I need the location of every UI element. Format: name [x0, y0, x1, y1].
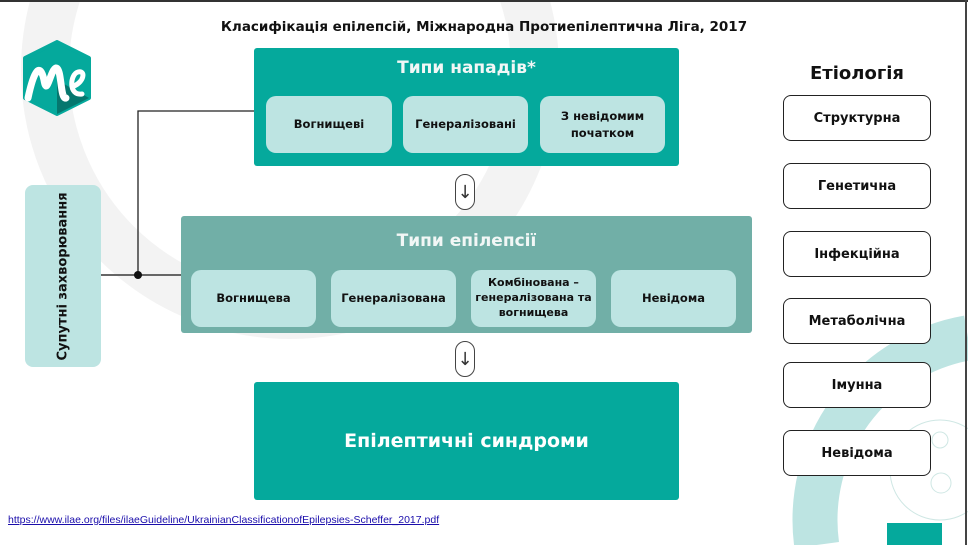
- arrow-down-icon: ↓: [455, 341, 475, 377]
- epileptic-syndromes-panel: Епілептичні синдроми: [254, 382, 679, 500]
- seizure-types-title: Типи нападів*: [397, 58, 536, 78]
- seizure-type-generalized: Генералізовані: [403, 96, 528, 153]
- seizure-type-focal: Вогнищеві: [266, 96, 392, 153]
- logo: [23, 40, 91, 116]
- epilepsy-type-generalized: Генералізована: [331, 270, 456, 327]
- epilepsy-type-unknown: Невідома: [611, 270, 736, 327]
- comorbidities-panel: Супутні захворювання: [25, 185, 101, 367]
- etiology-title: Етіологія: [810, 63, 904, 84]
- source-link[interactable]: https://www.ilae.org/files/ilaeGuideline…: [8, 514, 440, 526]
- epilepsy-type-focal: Вогнищева: [191, 270, 316, 327]
- right-border: [965, 0, 967, 545]
- etiology-infectious: Інфекційна: [783, 231, 931, 277]
- page-title: Класифікація епілепсій, Міжнародна Проти…: [220, 19, 748, 35]
- epilepsy-types-title: Типи епілепсії: [396, 231, 537, 251]
- etiology-genetic: Генетична: [783, 163, 931, 209]
- epilepsy-types-panel: Типи епілепсії Вогнищева Генералізована …: [181, 216, 752, 333]
- arrow-down-icon: ↓: [455, 174, 475, 210]
- seizure-type-unknown-onset: З невідомим початком: [540, 96, 665, 153]
- epilepsy-type-combined: Комбінована – генералізована та вогнищев…: [471, 270, 596, 327]
- teal-corner-block: [887, 523, 942, 545]
- etiology-metabolic: Метаболічна: [783, 298, 931, 344]
- seizure-types-panel: Типи нападів* Вогнищеві Генералізовані З…: [254, 48, 679, 166]
- top-border: [0, 0, 968, 2]
- comorbidities-label: Супутні захворювання: [55, 191, 71, 361]
- etiology-unknown: Невідома: [783, 430, 931, 476]
- etiology-immune: Імунна: [783, 362, 931, 408]
- etiology-structural: Структурна: [783, 95, 931, 141]
